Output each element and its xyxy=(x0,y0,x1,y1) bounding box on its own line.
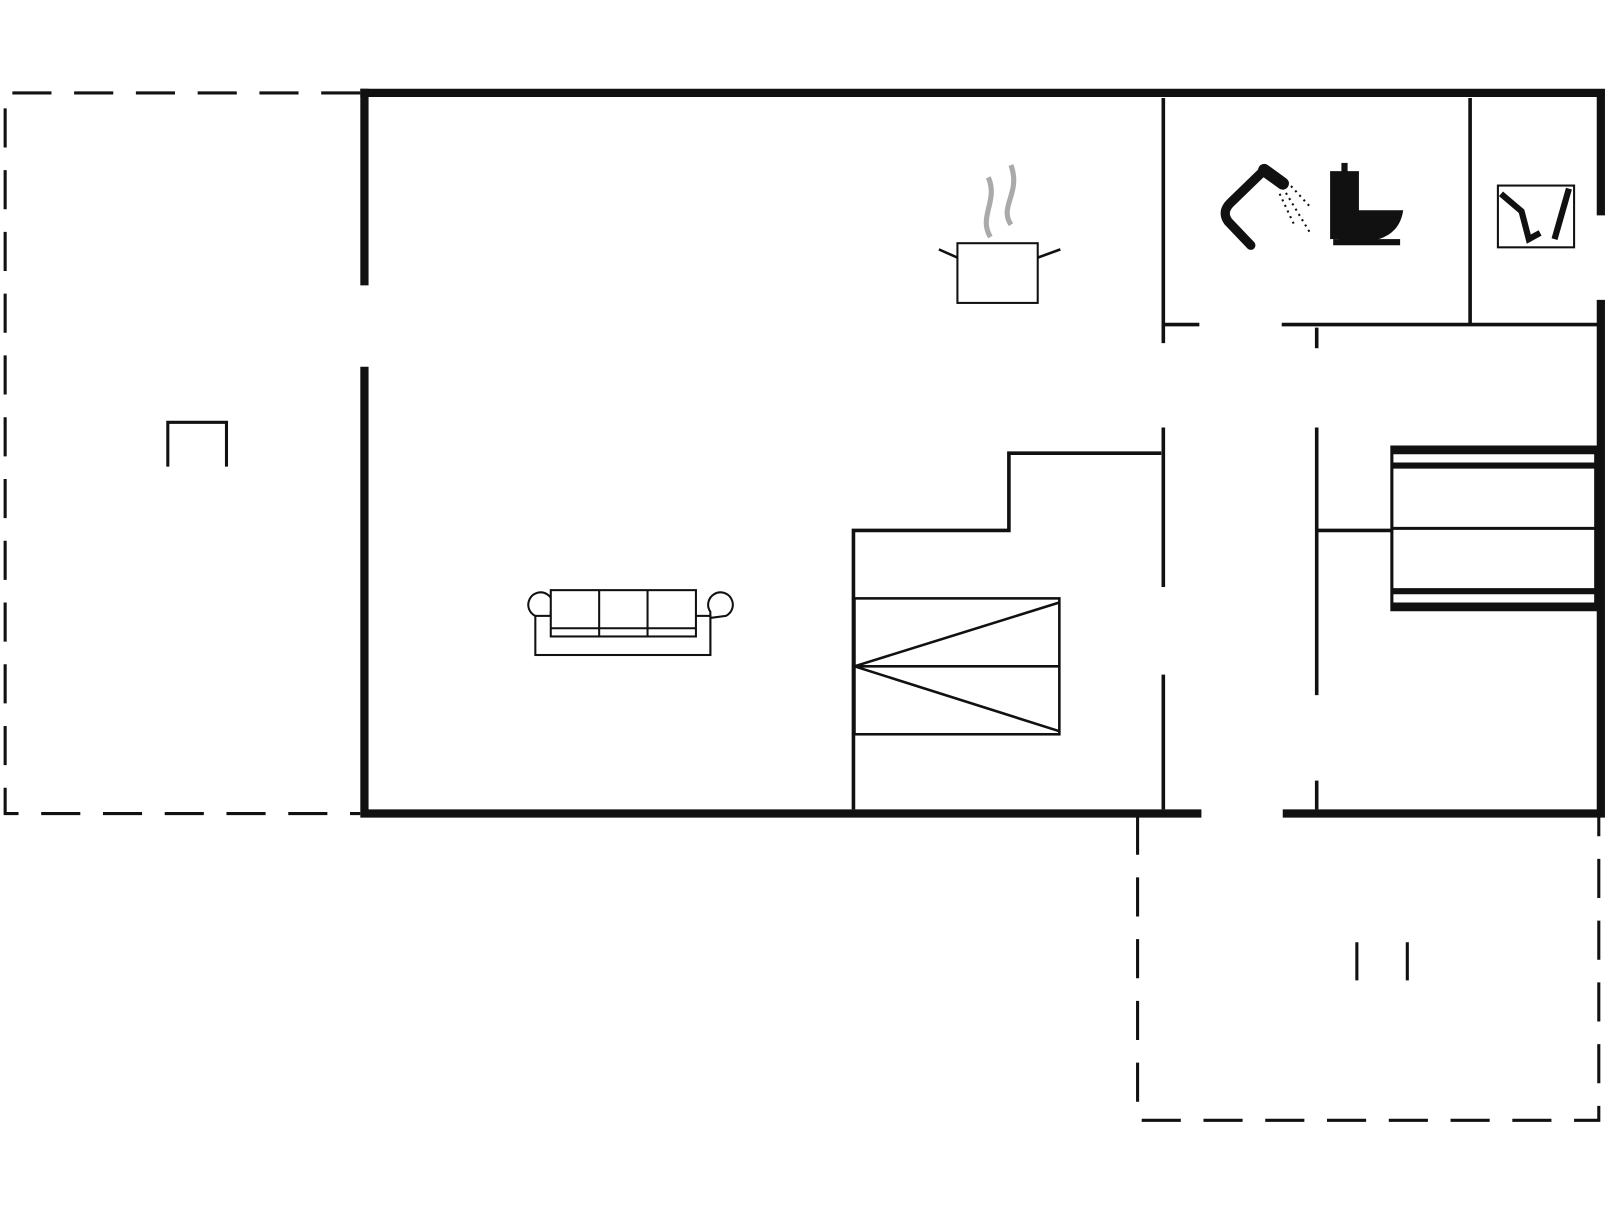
sofa-icon xyxy=(527,589,734,657)
staircase-icon xyxy=(853,597,1061,736)
outer-walls xyxy=(360,88,1605,818)
shower-icon xyxy=(1220,163,1311,250)
terrace-left xyxy=(3,91,361,816)
terrace-furniture-2 xyxy=(1355,942,1409,981)
cooking-pot-icon xyxy=(938,164,1061,304)
toilet-icon xyxy=(1330,162,1404,246)
bed-icon xyxy=(1390,445,1598,612)
terrace-bottom-right xyxy=(1136,815,1601,1122)
terrace-furniture xyxy=(166,420,229,467)
cleaning-utility-icon xyxy=(1496,184,1576,249)
interior-walls xyxy=(851,98,1599,810)
